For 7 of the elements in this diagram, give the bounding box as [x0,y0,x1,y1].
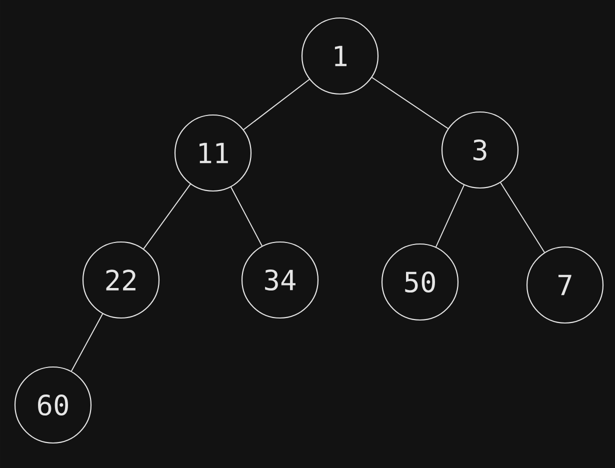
connector-line [243,78,310,130]
connector-line [372,76,448,129]
connector-line [500,182,545,253]
connector-line [143,184,191,250]
connector-line [230,186,263,246]
connector-line [435,184,465,248]
connector-line [70,313,104,372]
